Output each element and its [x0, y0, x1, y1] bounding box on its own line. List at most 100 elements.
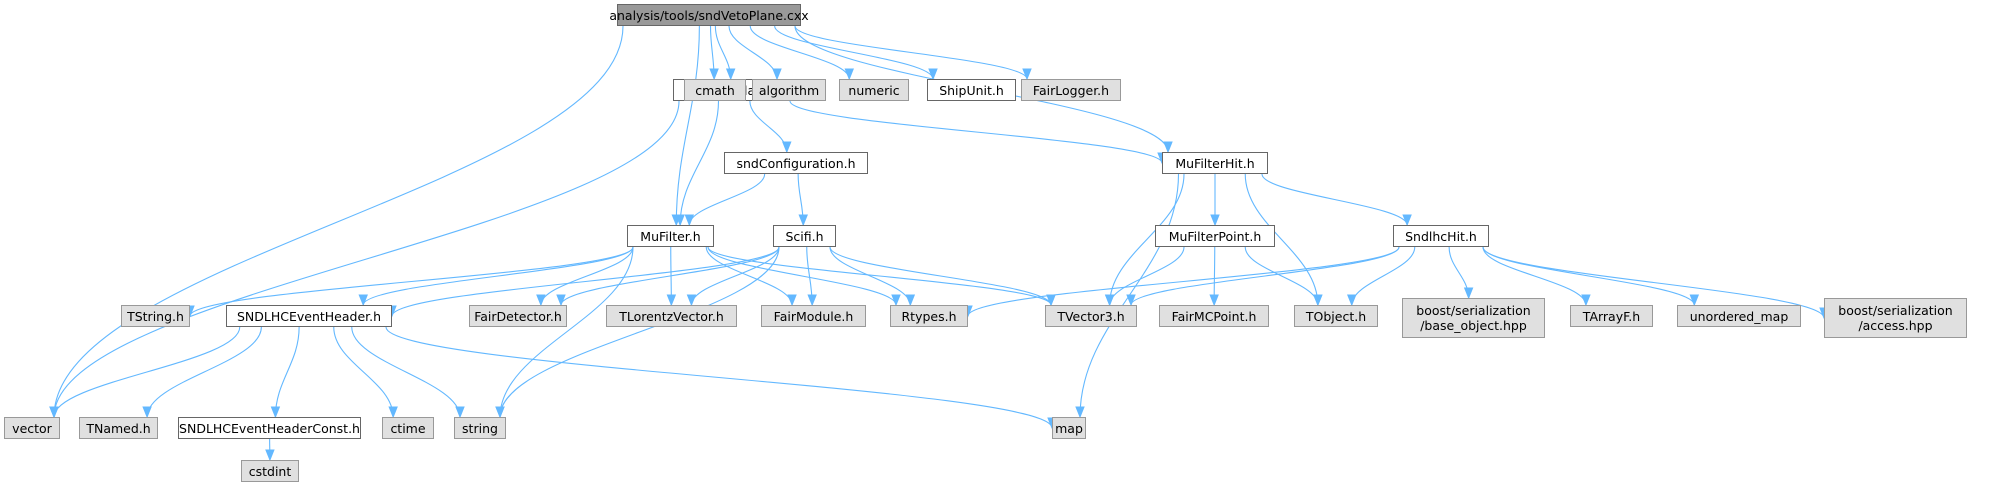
- node-cmath[interactable]: cmath: [684, 79, 746, 101]
- arrowhead-icon: [807, 294, 817, 307]
- arrowhead-icon: [455, 406, 465, 419]
- node-ctime[interactable]: ctime: [382, 417, 434, 439]
- arrowhead-icon: [1209, 294, 1219, 307]
- arrowhead-icon: [772, 68, 782, 81]
- node-mufilter-h[interactable]: MuFilter.h: [627, 225, 714, 247]
- node-tobject-h[interactable]: TObject.h: [1294, 305, 1378, 327]
- node-vector[interactable]: vector: [4, 417, 60, 439]
- edge-mufilter_h-to-sndlhceventheader_h: [362, 246, 634, 306]
- edge-sndlhchit_h-to-tvector3_h: [1130, 246, 1400, 306]
- edge-mufilter_h-to-tstring_h: [189, 246, 634, 317]
- node-tnamed-h[interactable]: TNamed.h: [79, 417, 158, 439]
- node-numeric[interactable]: numeric: [839, 79, 909, 101]
- edge-sndlhceventheader_h-to-sndlhceventheaderconst_h: [274, 326, 300, 418]
- edge-root-to-vector: [53, 25, 624, 418]
- node-fairdetector-h[interactable]: FairDetector.h: [469, 305, 567, 327]
- arrowhead-icon: [844, 68, 854, 81]
- edge-sndlhceventheader_h-to-vector: [53, 326, 241, 418]
- node-algorithm[interactable]: algorithm: [752, 79, 826, 101]
- arrowhead-icon: [49, 406, 59, 419]
- edge-sndlhchit_h-to-rtypes_h: [967, 246, 1400, 317]
- edge-root-to-shipunit_h: [774, 25, 934, 80]
- arrowhead-icon: [270, 406, 281, 419]
- arrowhead-icon: [782, 141, 792, 154]
- arrowhead-icon: [928, 68, 938, 81]
- node-sndconfiguration-h[interactable]: sndConfiguration.h: [724, 152, 868, 174]
- edge-sndlhceventheader_h-to-string: [351, 326, 461, 418]
- edge-scifi_h-to-sndlhceventheader_h: [391, 246, 780, 317]
- edge-scifi_h-to-tvector3_h: [829, 246, 1052, 306]
- arrowhead-icon: [686, 294, 697, 307]
- edge-root-to-fairlogger_h: [794, 25, 1028, 80]
- node-fairmcpoint-h[interactable]: FairMCPoint.h: [1159, 305, 1269, 327]
- edge-sndconfiguration_h-to-mufilter_h: [688, 173, 766, 226]
- edge-sndvetoplane_h-to-sndconfiguration_h: [749, 100, 788, 153]
- arrowhead-icon: [1689, 294, 1700, 307]
- node-sndlhceventheader-h[interactable]: SNDLHCEventHeader.h: [226, 305, 392, 327]
- node-fairlogger-h[interactable]: FairLogger.h: [1021, 79, 1121, 101]
- node-scifi-h[interactable]: Scifi.h: [773, 225, 836, 247]
- node-fairmodule-h[interactable]: FairModule.h: [761, 305, 866, 327]
- arrowhead-icon: [709, 68, 719, 81]
- node-boost-access[interactable]: boost/serialization /access.hpp: [1824, 298, 1967, 338]
- edge-mufilter_h-to-fairdetector_h: [540, 246, 634, 306]
- arrowhead-icon: [905, 294, 916, 307]
- node-sndlhchit-h[interactable]: SndlhcHit.h: [1393, 225, 1489, 247]
- node-map[interactable]: map: [1052, 417, 1086, 439]
- arrowhead-icon: [1163, 141, 1173, 154]
- edge-sndlhchit_h-to-boost_access: [1482, 246, 1825, 319]
- edge-sndlhceventheader_h-to-tnamed_h: [146, 326, 262, 418]
- arrowhead-icon: [358, 294, 368, 307]
- node-tvector3-h[interactable]: TVector3.h: [1045, 305, 1137, 327]
- edge-mufilterpoint_h-to-tobject_h: [1244, 246, 1319, 306]
- arrowhead-icon: [787, 294, 797, 307]
- edge-mufilter_h-to-rtypes_h: [707, 246, 897, 306]
- node-mufilterpoint-h[interactable]: MuFilterPoint.h: [1155, 225, 1275, 247]
- arrowhead-icon: [891, 294, 901, 307]
- arrowhead-icon: [1581, 294, 1591, 307]
- node-cstdint[interactable]: cstdint: [241, 460, 299, 482]
- node-mufilterhit-h[interactable]: MuFilterHit.h: [1162, 152, 1268, 174]
- arrowhead-icon: [798, 214, 808, 227]
- edge-sndlhceventheader_h-to-ctime: [333, 326, 394, 418]
- node-string[interactable]: string: [454, 417, 506, 439]
- edge-mufilterhit_h-to-tvector3_h: [1109, 173, 1185, 306]
- node-tlorentzvector-h[interactable]: TLorentzVector.h: [606, 305, 737, 327]
- edge-sndvetoplane_h-to-mufilter_h: [679, 100, 720, 226]
- edge-sndlhceventheader_h-to-map: [385, 326, 1053, 429]
- edge-root-to-mufilter_h: [675, 25, 700, 226]
- node-root[interactable]: analysis/tools/sndVetoPlane.cxx: [609, 4, 809, 26]
- edge-sndvetoplane_h-to-vector: [53, 100, 680, 418]
- arrowhead-icon: [1347, 294, 1357, 307]
- arrowhead-icon: [1022, 68, 1032, 81]
- arrowhead-icon: [675, 214, 685, 227]
- edge-root-to-numeric: [749, 25, 850, 80]
- edge-mufilter_h-to-fairmodule_h: [705, 246, 793, 306]
- edge-sndlhchit_h-to-tarrayf_h: [1482, 246, 1587, 306]
- arrowhead-icon: [1075, 406, 1085, 419]
- node-shipunit-h[interactable]: ShipUnit.h: [927, 79, 1016, 101]
- node-sndlhceventheaderconst-h[interactable]: SNDLHCEventHeaderConst.h: [178, 417, 361, 439]
- edge-root-to-algorithm: [728, 25, 778, 80]
- edge-scifi_h-to-fairdetector_h: [560, 246, 780, 306]
- edge-mufilterpoint_h-to-tvector3_h: [1109, 246, 1185, 306]
- arrowhead-icon: [142, 406, 152, 419]
- arrowhead-icon: [1402, 214, 1412, 227]
- node-tarrayf-h[interactable]: TArrayF.h: [1570, 305, 1653, 327]
- arrowhead-icon: [1104, 294, 1115, 307]
- arrowhead-icon: [666, 294, 677, 307]
- arrowhead-icon: [725, 68, 736, 81]
- arrowhead-icon: [1210, 214, 1220, 227]
- node-boost-base-object[interactable]: boost/serialization /base_object.hpp: [1402, 298, 1545, 338]
- arrowhead-icon: [265, 449, 275, 462]
- arrowhead-icon: [1313, 294, 1323, 307]
- node-tstring-h[interactable]: TString.h: [121, 305, 190, 327]
- node-rtypes-h[interactable]: Rtypes.h: [890, 305, 968, 327]
- arrowhead-icon: [1463, 287, 1474, 300]
- node-unordered-map[interactable]: unordered_map: [1677, 305, 1801, 327]
- edge-mufilter_h-to-string: [499, 246, 634, 418]
- edge-scifi_h-to-string: [499, 246, 780, 418]
- edge-mufilterhit_h-to-tobject_h: [1244, 173, 1319, 306]
- arrowhead-icon: [388, 406, 398, 419]
